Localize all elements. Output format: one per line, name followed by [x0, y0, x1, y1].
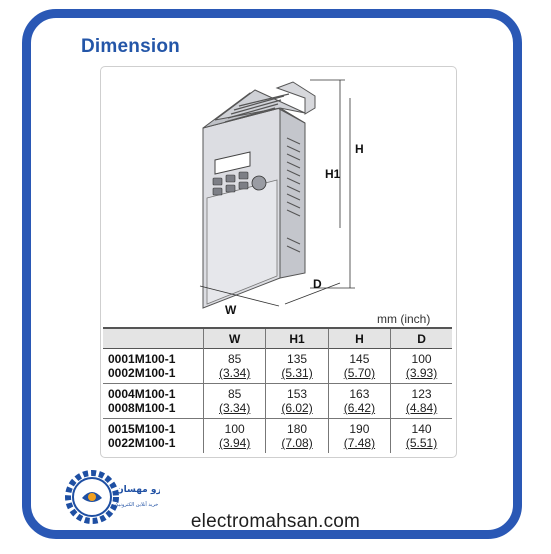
cell-d: 140(5.51) — [390, 418, 452, 453]
cell-h1: 180(7.08) — [265, 418, 329, 453]
cell-d: 100(3.93) — [390, 348, 452, 384]
inch-value: (5.31) — [281, 366, 313, 380]
logo-subtext: خرید آنلاین الکترونیکی — [112, 501, 158, 508]
mm-value: 85 — [228, 387, 242, 401]
inch-value: (3.93) — [405, 366, 438, 380]
mm-value: 145 — [349, 352, 370, 366]
cell-d: 123(4.84) — [390, 383, 452, 419]
model-name: 0001M100-1 — [108, 352, 176, 366]
model-cell: 0001M100-1 0002M100-1 — [103, 349, 204, 384]
inch-value: (5.51) — [405, 436, 438, 450]
table-row: 0001M100-1 0002M100-1 85(3.34) 135(5.31)… — [103, 348, 452, 384]
cell-w: 85(3.34) — [202, 383, 266, 419]
logo-text: الکترو مهسان — [116, 485, 160, 495]
label-d: D — [313, 277, 322, 291]
cell-h: 145(5.70) — [327, 348, 391, 384]
label-w: W — [225, 303, 237, 317]
mm-value: 153 — [287, 387, 308, 401]
header-h: H — [327, 328, 391, 349]
dimension-table: W H1 H D 0001M100-1 0002M100-1 85(3.34) … — [103, 327, 452, 453]
inch-value: (4.84) — [405, 401, 438, 415]
model-name: 0004M100-1 — [108, 387, 176, 401]
gear-icon — [65, 470, 119, 524]
model-name: 0015M100-1 — [108, 422, 176, 436]
label-h1: H1 — [325, 167, 341, 181]
inch-value: (7.08) — [281, 436, 313, 450]
table-header-row: W H1 H D — [103, 328, 452, 349]
page-title: Dimension — [81, 36, 180, 57]
model-name: 0008M100-1 — [108, 401, 176, 415]
mm-value: 190 — [349, 422, 370, 436]
inch-value: (7.48) — [343, 436, 376, 450]
unit-label: mm (inch) — [377, 312, 431, 326]
inch-value: (3.34) — [219, 401, 251, 415]
mm-value: 163 — [349, 387, 370, 401]
inch-value: (5.70) — [343, 366, 376, 380]
footer-url[interactable]: electromahsan.com — [190, 511, 361, 532]
header-w: W — [202, 328, 266, 349]
cell-h: 190(7.48) — [327, 418, 391, 453]
mm-value: 85 — [228, 352, 242, 366]
inverter-drawing: H H1 D W — [199, 79, 364, 317]
mm-value: 100 — [411, 352, 432, 366]
model-cell: 0015M100-1 0022M100-1 — [103, 419, 204, 454]
inch-value: (6.42) — [343, 401, 376, 415]
label-h: H — [355, 142, 364, 156]
mm-value: 100 — [224, 422, 245, 436]
mm-value: 140 — [411, 422, 432, 436]
model-cell: 0004M100-1 0008M100-1 — [103, 384, 204, 419]
mm-value: 123 — [411, 387, 432, 401]
header-blank — [103, 328, 204, 349]
inch-value: (3.94) — [219, 436, 251, 450]
header-h1: H1 — [265, 328, 329, 349]
table-row: 0015M100-1 0022M100-1 100(3.94) 180(7.08… — [103, 418, 452, 454]
inch-value: (3.34) — [219, 366, 251, 380]
electromahsan-logo: الکترو مهسان خرید آنلاین الکترونیکی — [65, 470, 160, 524]
model-name: 0002M100-1 — [108, 366, 176, 380]
cell-w: 100(3.94) — [202, 418, 266, 453]
model-name: 0022M100-1 — [108, 436, 176, 450]
mm-value: 135 — [287, 352, 308, 366]
cell-h1: 153(6.02) — [265, 383, 329, 419]
mm-value: 180 — [287, 422, 308, 436]
cell-w: 85(3.34) — [202, 348, 266, 384]
inch-value: (6.02) — [281, 401, 313, 415]
cell-h: 163(6.42) — [327, 383, 391, 419]
cell-h1: 135(5.31) — [265, 348, 329, 384]
table-row: 0004M100-1 0008M100-1 85(3.34) 153(6.02)… — [103, 383, 452, 419]
header-d: D — [390, 328, 452, 349]
